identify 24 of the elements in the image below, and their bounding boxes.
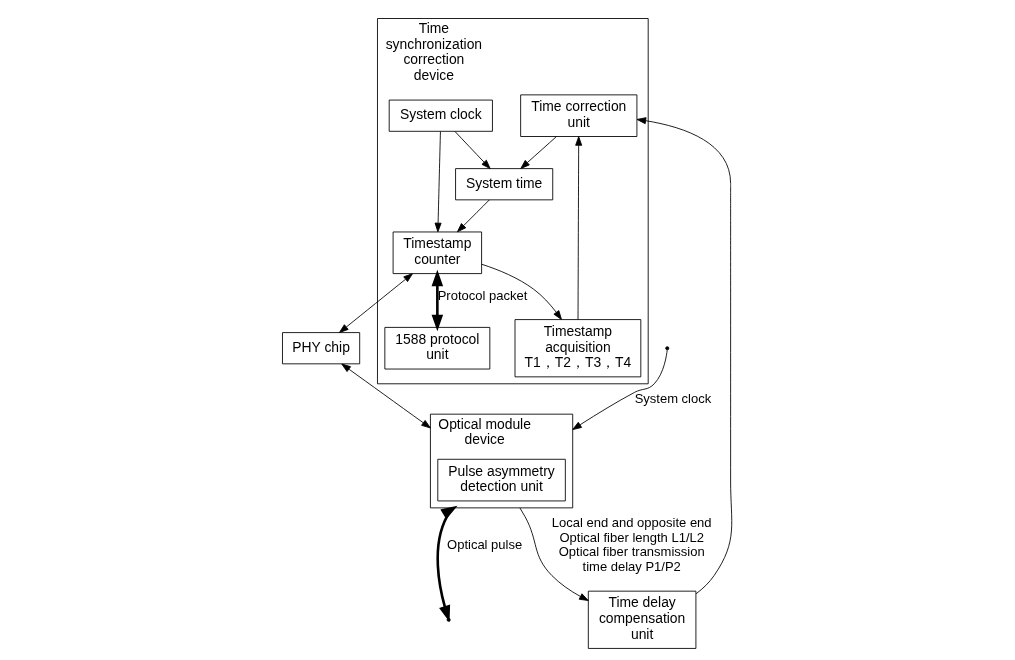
arrow [457, 199, 490, 233]
arrow [520, 136, 557, 169]
node-box: Pulse asymmetry detection unit [437, 458, 566, 502]
arrow [636, 117, 733, 595]
edge-label: Optical pulse [447, 537, 523, 553]
edge-label: Local end and opposite end Optical fiber length L1/L2 Optical fiber transmission time delay P1/P2 [551, 514, 712, 575]
node-box: System clock [388, 99, 493, 132]
arrow [575, 136, 583, 320]
node-box: Time correction unit [520, 94, 638, 137]
node-box: Timestamp acquisition T1，T2，T3，T4 [514, 319, 642, 378]
node-box: System time [455, 168, 554, 201]
node-box: Time delay compensation unit [587, 590, 697, 649]
arrow [481, 263, 562, 320]
arrow [431, 269, 444, 332]
arrow [339, 273, 413, 333]
arrow [434, 131, 442, 233]
arrow [572, 349, 668, 430]
node-box: Timestamp counter [392, 231, 483, 275]
arrow [341, 363, 431, 429]
arrow [454, 130, 491, 169]
arrow [519, 507, 589, 601]
node-box: 1588 protocol unit [384, 326, 491, 370]
edge-label: System clock [634, 390, 712, 406]
node-box: PHY chip [282, 332, 361, 365]
